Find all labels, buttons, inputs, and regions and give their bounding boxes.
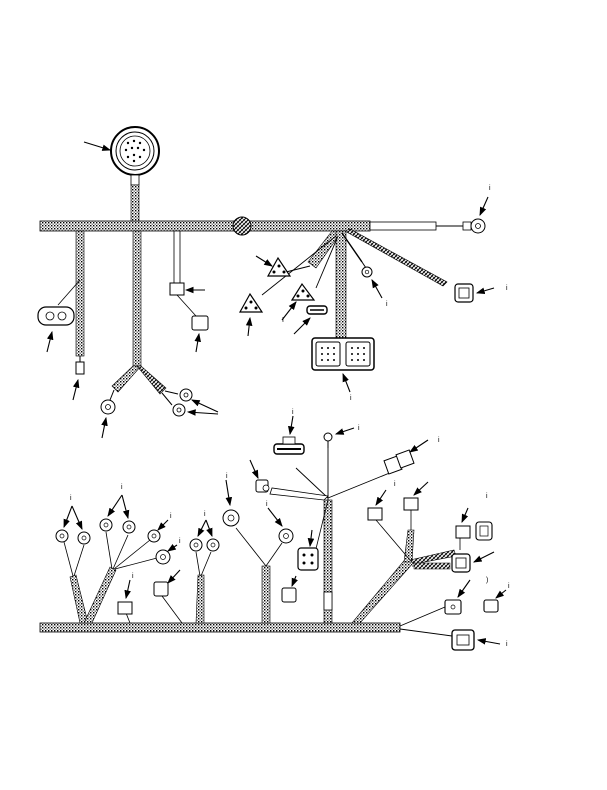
plug-lower-6 (455, 525, 471, 550)
angled-plug (255, 479, 270, 493)
callout-mark-19: ) (486, 577, 488, 584)
square-connector-right (454, 283, 474, 303)
connector-lower-7 (475, 521, 493, 541)
flat-connector-lower (273, 436, 305, 455)
callout-mark-2: I (282, 317, 284, 324)
callout-mark-18: i (486, 493, 488, 500)
connector-lower-8 (451, 553, 471, 573)
connector-lower-11 (451, 629, 475, 651)
callout-mark-16: i (438, 437, 440, 444)
two-pin-connector (37, 306, 75, 326)
plug-lower-2 (153, 581, 169, 597)
inline-connector-pair (383, 449, 415, 475)
callout-mark-3: i (386, 301, 388, 308)
dual-connector-block (311, 337, 375, 371)
callout-mark-20: i (508, 583, 510, 590)
ring-terminal-lower-left (100, 389, 116, 415)
callout-mark-13: i (266, 501, 268, 508)
callout-mark-17: i (394, 481, 396, 488)
ring-terminals-lower-right (161, 388, 193, 417)
triangle-connector-1 (266, 256, 292, 277)
plug-lower-3 (281, 587, 297, 603)
plug-lower-5 (403, 497, 419, 511)
ring-terminal-group-c (222, 509, 294, 544)
callout-mark-15: i (358, 425, 360, 432)
ring-terminal-mid (361, 261, 373, 278)
plug-lower-1 (117, 601, 133, 615)
callout-mark-21: i (506, 641, 508, 648)
plug-lower-10 (483, 599, 499, 613)
triangle-connector-3 (290, 282, 316, 301)
upper-trunk-sleeve (369, 221, 437, 231)
upper-trunk (39, 220, 371, 232)
upper-harness: i (37, 126, 508, 439)
round-connector (110, 126, 160, 186)
ring-terminal-group-a (55, 518, 171, 565)
callout-mark-1: i (489, 185, 491, 192)
callout-mark-11: i (204, 511, 206, 518)
left-plug (75, 361, 85, 375)
callout-mark-10: i (132, 573, 134, 580)
plug-small (169, 282, 185, 296)
callout-mark-4: i (350, 395, 352, 402)
trunk-grommet (232, 216, 252, 236)
flat-connector-upper (306, 305, 328, 315)
plug-lower-9 (444, 599, 462, 615)
plug-lower-4 (367, 507, 383, 521)
callout-mark-12: i (226, 473, 228, 480)
ring-terminal-group-b (189, 538, 220, 552)
callout-mark-14: i (292, 409, 294, 416)
callout-mark-7: i (121, 484, 123, 491)
lower-harness: i i i i i i i (39, 409, 510, 651)
lower-trunk (39, 622, 401, 633)
bulb-terminal (323, 432, 333, 448)
four-pin-connector (297, 547, 319, 571)
callout-mark-5: i (506, 285, 508, 292)
triangle-connector-2 (238, 292, 264, 313)
callout-mark-6: i (70, 495, 72, 502)
callout-mark-8: i (170, 513, 172, 520)
plug-connector-2 (191, 315, 209, 331)
callout-mark-9: i (179, 538, 181, 545)
ring-terminal-right (462, 218, 486, 234)
